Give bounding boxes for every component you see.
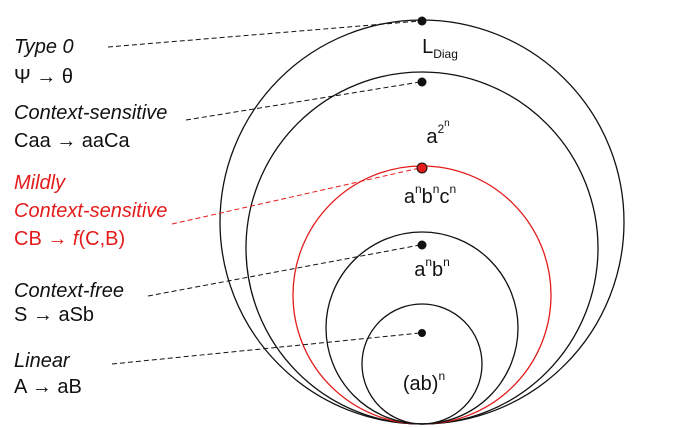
- linear-circle: [361, 303, 483, 425]
- anbncn-n2: n: [432, 182, 440, 197]
- mildly-name-line2: Context-sensitive: [14, 200, 168, 222]
- ldiag-base: L: [422, 36, 434, 58]
- context-sensitive-language-label: a2n: [426, 119, 449, 148]
- mildly-rule-prefix: CB →: [14, 228, 73, 250]
- anbncn-c: c: [439, 186, 450, 208]
- mildly-dot: [416, 162, 428, 174]
- mildly-rule-func: f: [72, 228, 79, 250]
- anbn-n2: n: [443, 255, 450, 270]
- abn-exponent: n: [438, 369, 446, 384]
- anbncn-n3: n: [449, 182, 457, 197]
- mildly-rule-args: (C,B): [78, 228, 126, 250]
- a2n-exponent-base: 2: [437, 122, 445, 137]
- context-free-rule: S → aSb: [14, 304, 95, 326]
- linear-name: Linear: [14, 350, 70, 372]
- context-free-language-label: anbn: [414, 256, 450, 281]
- abn-base: (ab): [402, 373, 439, 395]
- a2n-base: a: [426, 126, 438, 148]
- context-free-leader-line: [147, 244, 421, 297]
- ldiag-subscript: Diag: [433, 47, 458, 61]
- type0-name: Type 0: [14, 36, 74, 58]
- mildly-leader-line: [171, 167, 421, 225]
- type0-rule: Ψ → θ: [14, 66, 73, 88]
- context-sensitive-name: Context-sensitive: [14, 102, 168, 124]
- anbn-b: b: [432, 259, 444, 281]
- context-sensitive-dot: [417, 77, 427, 87]
- anbncn-a: a: [403, 186, 415, 208]
- a2n-exponent-power: n: [444, 118, 450, 130]
- linear-leader-line: [111, 332, 421, 365]
- linear-language-label: (ab)n: [402, 370, 445, 395]
- anbncn-b: b: [421, 186, 433, 208]
- linear-dot: [418, 329, 426, 337]
- linear-rule: A → aB: [14, 376, 82, 398]
- context-sensitive-leader-line: [185, 81, 421, 121]
- type0-leader-line: [107, 20, 421, 48]
- anbn-n1: n: [425, 255, 432, 270]
- context-free-name: Context-free: [14, 280, 125, 302]
- type0-dot: [417, 16, 427, 26]
- mildly-language-label: anbncn: [403, 183, 456, 208]
- mildly-rule: CB → f(C,B): [14, 228, 125, 250]
- context-sensitive-rule: Caa → aaCa: [14, 130, 130, 152]
- anbncn-n1: n: [414, 182, 422, 197]
- context-free-dot: [417, 240, 427, 250]
- type0-language-label: LDiag: [422, 36, 458, 61]
- a2n-exponent: 2n: [437, 119, 449, 137]
- mildly-name-line1: Mildly: [14, 172, 66, 194]
- anbn-a: a: [414, 259, 426, 281]
